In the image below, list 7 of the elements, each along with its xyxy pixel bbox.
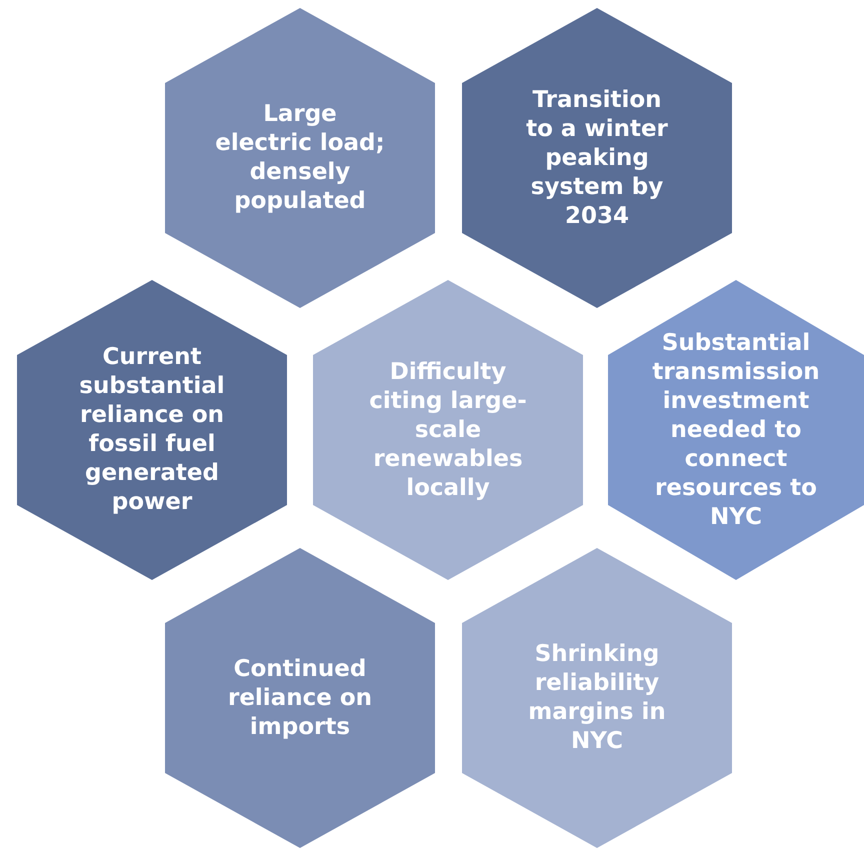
hexagon-label: Continued reliance on imports [226, 654, 374, 742]
hexagon-label: Shrinking reliability margins in NYC [527, 640, 667, 756]
hexagon-label: Substantial transmission investment needed to connect resources to NYC [651, 328, 821, 532]
hexagon-label: Large electric load; densely populated [215, 100, 385, 216]
hexagon-label: Current substantial reliance on fossil fuel generated power [78, 343, 226, 517]
hexagon-label: Transition to a winter peaking system by 2034 [525, 86, 669, 230]
hexagon-label: Difficulty citing large-scale renewables locally [368, 358, 528, 502]
